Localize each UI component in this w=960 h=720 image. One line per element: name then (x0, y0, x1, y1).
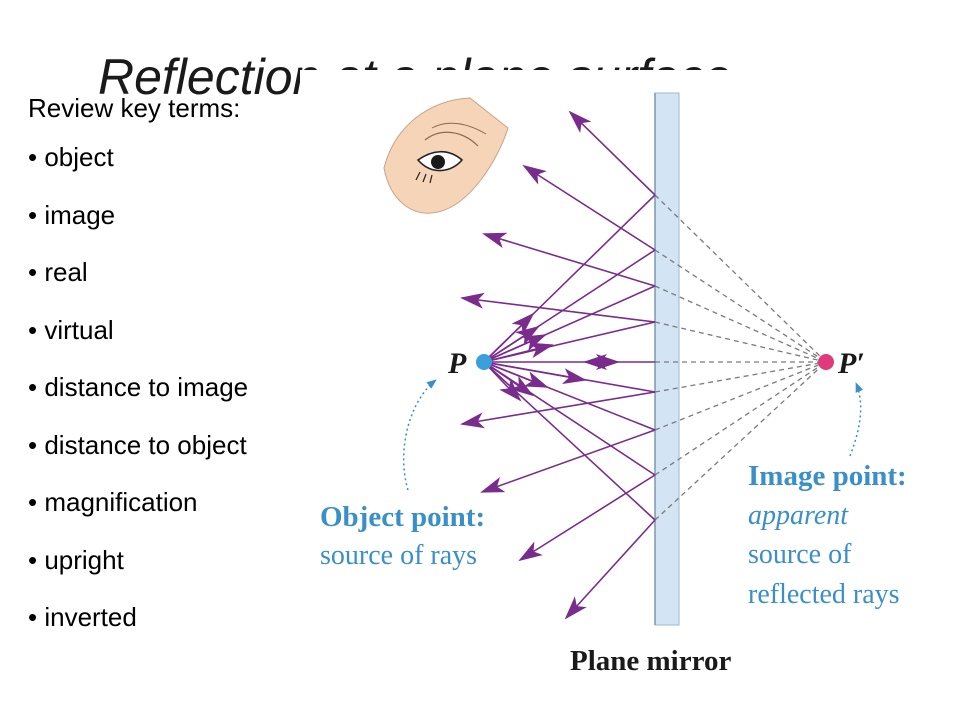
object-caption-pointer (402, 379, 437, 491)
title-overlap-mask (300, 70, 900, 120)
image-point-marker (818, 354, 834, 370)
term-item: • image (28, 199, 116, 230)
review-header: Review key terms: (28, 93, 241, 123)
term-item: • magnification (28, 487, 198, 517)
review-terms-panel: Review key terms: • object • image • rea… (28, 88, 328, 660)
image-caption-title: Image point: (748, 460, 907, 492)
term-item: • real (28, 257, 88, 287)
object-caption-text: source of rays (320, 540, 477, 571)
mirror-label: Plane mirror (570, 645, 731, 677)
term-item: • object (28, 142, 114, 172)
image-caption-line-2: source of (748, 539, 852, 570)
reflected-rays (460, 110, 656, 620)
terms-list: • object • image • real • virtual • dist… (28, 142, 328, 660)
term-item: • distance to image (28, 372, 249, 402)
term-item: • distance to object (28, 429, 247, 460)
term-item: • inverted (28, 602, 137, 632)
object-point-marker (476, 354, 492, 370)
eye-illustration (383, 97, 509, 214)
image-point-label: P′ (837, 347, 865, 380)
virtual-ray-extensions (654, 194, 827, 521)
term-item: • upright (28, 544, 124, 575)
incident-rays (483, 194, 656, 521)
term-item: • virtual (28, 314, 114, 345)
image-caption-pointer (849, 382, 864, 457)
object-caption-title: Object point: (320, 501, 485, 533)
incident-ray-arrows (483, 312, 587, 402)
object-point-label: P (447, 347, 467, 380)
image-caption-line-1: apparent (748, 500, 849, 531)
plane-mirror (654, 92, 680, 626)
image-caption-line-3: reflected rays (748, 579, 900, 610)
